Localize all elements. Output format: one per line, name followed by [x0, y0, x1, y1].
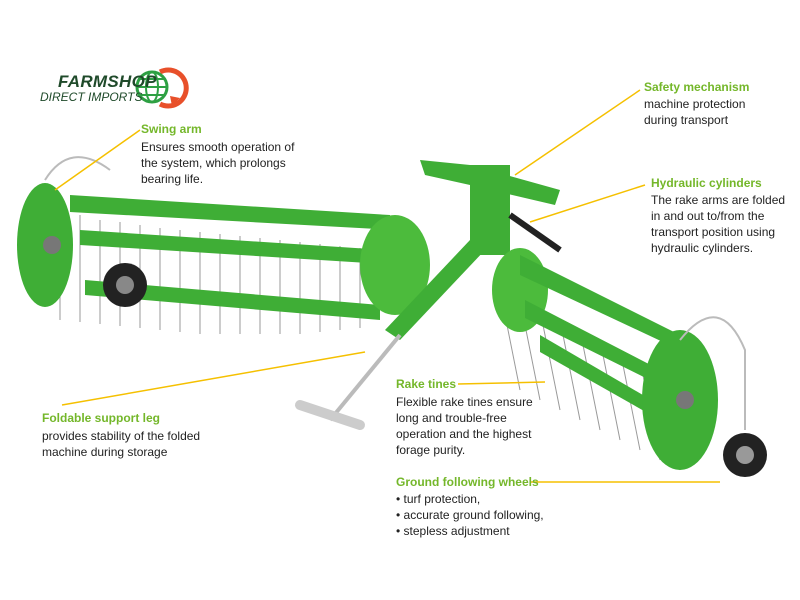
- wheels-item: stepless adjustment: [396, 523, 544, 539]
- left-rake-rotor: [17, 156, 430, 334]
- wheels-item: turf protection,: [396, 491, 544, 507]
- swing-arm-title: Swing arm: [141, 122, 202, 136]
- hydraulic-text: The rake arms are folded in and out to/f…: [651, 193, 786, 255]
- wheels-item: accurate ground following,: [396, 507, 544, 523]
- support-leg-title: Foldable support leg: [42, 411, 161, 425]
- rake-tines-text: Flexible rake tines ensure long and trou…: [396, 395, 533, 457]
- swing-arm-text: Ensures smooth operation of the system, …: [141, 140, 295, 186]
- leader-lines: [54, 89, 720, 483]
- center-frame: [295, 160, 562, 430]
- hydraulic-title: Hydraulic cylinders: [651, 176, 762, 190]
- globe-logo-icon: [135, 67, 189, 109]
- wheels-list: turf protection, accurate ground followi…: [396, 491, 544, 539]
- safety-title: Safety mechanism: [644, 80, 750, 94]
- right-rake-rotor: [492, 248, 767, 477]
- logo-text-farmshop: FARMSHOP: [58, 72, 157, 91]
- wheels-title: Ground following wheels: [396, 475, 539, 489]
- logo-text-direct-imports: DIRECT IMPORTS: [40, 90, 143, 104]
- rake-tines-title: Rake tines: [396, 377, 457, 391]
- safety-text: machine protection during transport: [644, 97, 746, 127]
- support-leg-text: provides stability of the folded machine…: [42, 429, 201, 459]
